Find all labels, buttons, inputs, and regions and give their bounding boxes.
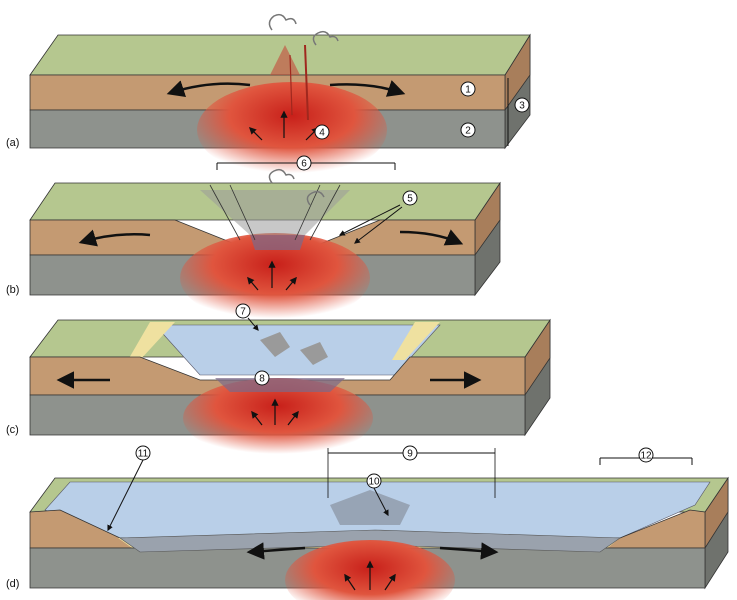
svg-text:7: 7 xyxy=(240,307,246,318)
svg-text:9: 9 xyxy=(407,449,413,460)
svg-text:8: 8 xyxy=(259,374,265,385)
callout-9: 9 xyxy=(402,445,418,461)
panel-b-block xyxy=(29,162,501,323)
svg-text:5: 5 xyxy=(407,194,413,205)
panel-d-block xyxy=(29,448,729,600)
svg-text:6: 6 xyxy=(301,159,307,170)
panel-label-c: (c) xyxy=(6,424,19,436)
callout-12: 12 xyxy=(638,447,654,463)
svg-text:12: 12 xyxy=(640,451,652,462)
svg-text:4: 4 xyxy=(319,128,325,139)
panel-c-block xyxy=(29,317,551,458)
callout-11: 11 xyxy=(135,445,151,461)
callout-5: 5 xyxy=(402,190,418,206)
svg-text:10: 10 xyxy=(368,477,380,488)
svg-text:1: 1 xyxy=(465,85,471,96)
callout-1: 1 xyxy=(460,81,476,97)
callout-3: 3 xyxy=(514,97,530,113)
callout-7: 7 xyxy=(235,303,251,319)
callout-10: 10 xyxy=(366,473,382,489)
svg-text:11: 11 xyxy=(138,449,149,460)
svg-text:2: 2 xyxy=(465,126,471,137)
callout-4: 4 xyxy=(314,124,330,140)
svg-text:3: 3 xyxy=(519,101,525,112)
panel-a-block xyxy=(29,13,531,178)
callout-2: 2 xyxy=(460,122,476,138)
panel-label-b: (b) xyxy=(6,284,20,296)
callout-8: 8 xyxy=(254,370,270,386)
panel-label-d: (d) xyxy=(6,578,20,590)
panel-label-a: (a) xyxy=(6,137,20,149)
callout-6: 6 xyxy=(296,155,312,171)
